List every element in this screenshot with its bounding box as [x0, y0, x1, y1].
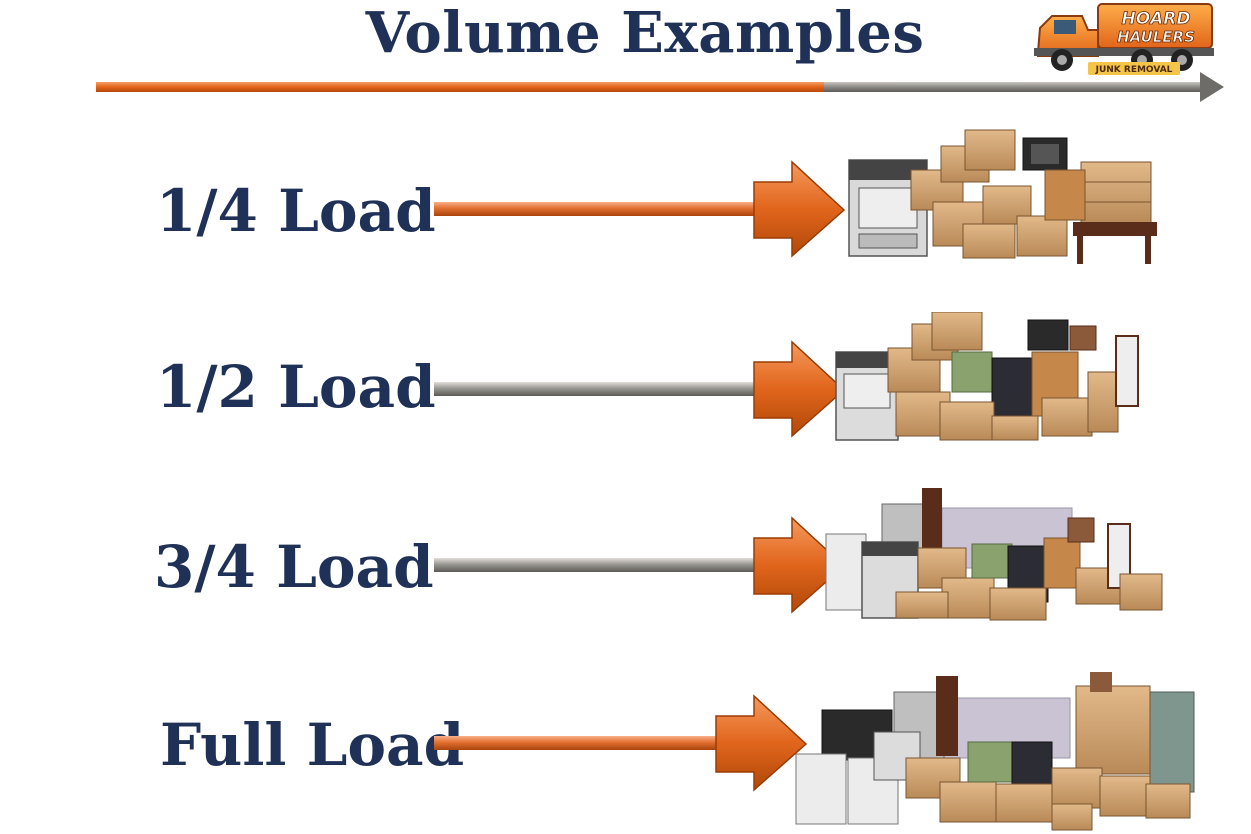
load-label: 3/4 Load: [154, 533, 434, 601]
junk-pile-half: [835, 312, 1139, 441]
load-row-half: 1/2 Load: [0, 312, 1251, 462]
header-divider-arrow: [96, 72, 1224, 102]
load-row-three-quarter: 3/4 Load: [0, 488, 1251, 638]
logo-tagline: JUNK REMOVAL: [1095, 65, 1173, 75]
page-title: Volume Examples: [365, 0, 925, 66]
load-label: 1/2 Load: [156, 353, 436, 421]
arrow-right-icon: [434, 160, 846, 258]
arrow-right-icon: [434, 340, 846, 438]
junk-pile-three-quarter: [825, 488, 1163, 621]
load-label: 1/4 Load: [156, 177, 436, 245]
load-label: Full Load: [160, 711, 465, 779]
junk-pile-quarter: [848, 129, 1157, 264]
load-row-full: Full Load: [0, 666, 1251, 831]
arrow-right-icon: [434, 694, 808, 792]
load-row-quarter: 1/4 Load: [0, 129, 1251, 286]
hoard-haulers-logo: HOARD HAULERS JUNK REMOVAL: [1034, 3, 1214, 75]
logo-line2: HAULERS: [1117, 28, 1195, 46]
logo-line1: HOARD: [1121, 9, 1190, 29]
arrow-right-icon: [434, 516, 846, 614]
junk-pile-full: [795, 672, 1195, 831]
